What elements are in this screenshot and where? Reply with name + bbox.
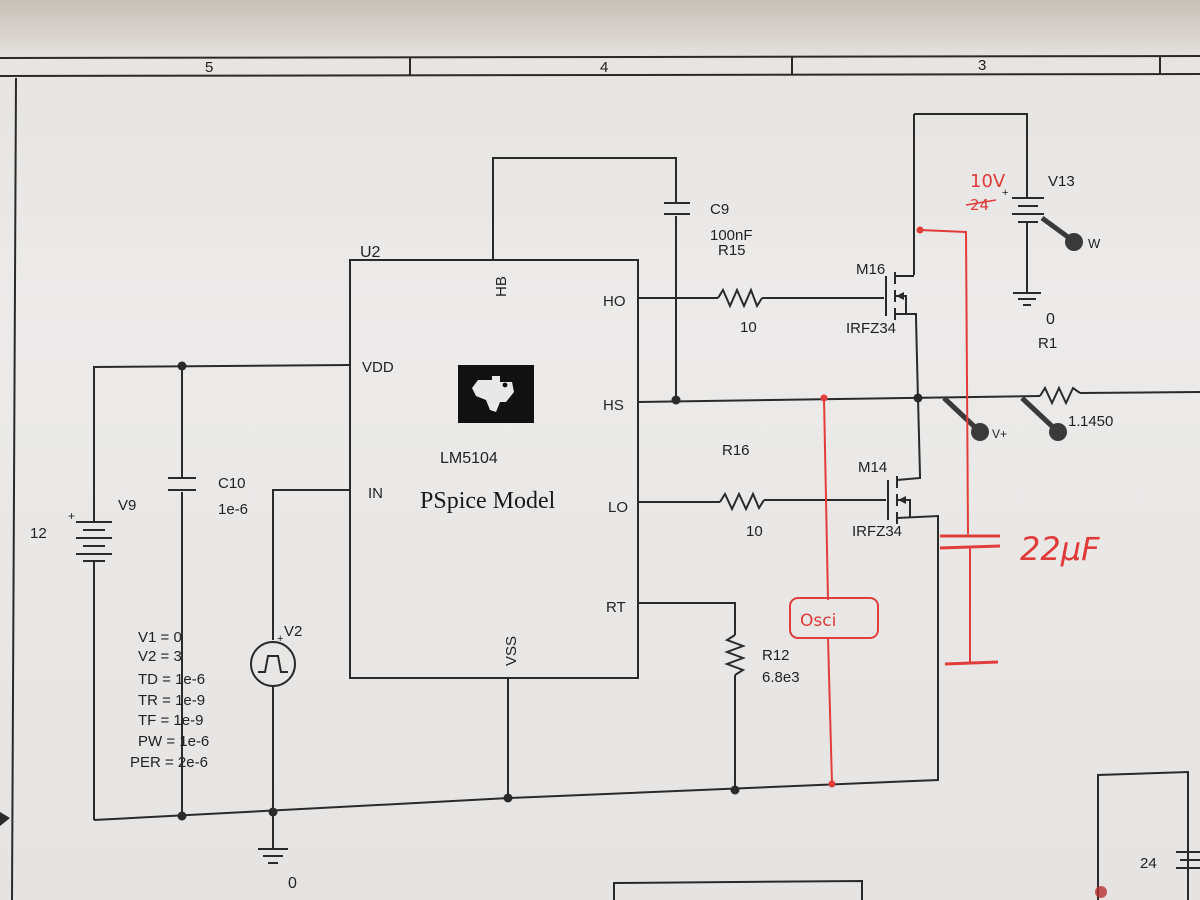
resistor-r1 [1039,385,1081,406]
pin-vdd: VDD [362,359,394,376]
r1-value: 1450 [1080,413,1113,430]
battery-v9: + [68,509,112,562]
r16-ref: R16 [722,442,750,459]
pulse-source-v2: + [250,633,296,687]
r1-ref: R1 [1038,335,1057,352]
v9-ref: V9 [118,497,136,514]
v13-ref: V13 [1048,173,1075,190]
v2-param: TR = 1e-9 [138,692,205,709]
svg-text:+: + [277,633,283,645]
r15-value: 10 [740,319,757,336]
r15-ref: R15 [718,242,746,259]
ic-body [349,259,639,679]
pin-lo: LO [608,499,628,516]
pin-vss: VSS [503,636,520,666]
m16-part: IRFZ34 [846,320,896,337]
m16-ref: M16 [856,261,885,278]
v2-param: V2 = 3 [138,648,182,665]
capacitor-c9 [664,202,690,215]
resistor-r16 [719,491,765,512]
voltage-probe-label: V+ [992,427,1007,441]
v2-parameters: V1 = 0 V2 = 3 TD = 1e-6 TR = 1e-9 TF = 1… [130,629,209,771]
pin-hs: HS [603,397,624,414]
v2-param: PER = 2e-6 [130,754,208,771]
zone-label: 4 [600,59,608,76]
battery-v13: + [1002,187,1044,223]
r1-prefix: 1. [1068,413,1081,430]
pin-hb: HB [493,276,510,297]
r12-value: 6.8e3 [762,669,800,686]
probe-marker-icon [1020,396,1058,432]
capacitor-c10 [168,477,196,491]
power-probe-icon [1065,233,1083,251]
ic-ref: U2 [360,244,381,261]
v2-param: TF = 1e-9 [138,712,203,729]
pin-rt: RT [606,599,626,616]
v13-old-value: 24 [970,196,989,214]
wiring [93,113,1200,848]
voltage-probe-icon [942,396,980,432]
svg-text:+: + [68,509,75,523]
added-cap-value: 22µF [1020,530,1100,568]
svg-text:+: + [1002,187,1008,199]
v2-param: TD = 1e-6 [138,671,205,688]
power-probe-label: W [1088,236,1101,251]
ti-logo [458,365,534,423]
v2-param: PW = 1e-6 [138,733,209,750]
v24-value: 24 [1140,855,1157,872]
ic-model: PSpice Model [420,488,556,514]
mosfet-m16 [885,272,917,320]
mosfet-m14 [887,475,939,524]
m14-part: IRFZ34 [852,523,902,540]
zone-label: 5 [205,59,213,76]
pen-annotations [789,199,1001,788]
c10-value: 1e-6 [218,501,248,518]
ground-label: 0 [288,875,297,892]
c9-ref: C9 [710,201,729,218]
resistor-r12 [724,634,746,676]
resistor-r15 [717,287,763,309]
zone-label: 3 [978,57,986,74]
scope-label: Osci [800,611,836,631]
r12-ref: R12 [762,647,790,664]
ground-label: 0 [1046,311,1055,328]
probe-marker-icon [1049,423,1067,441]
pin-in: IN [368,485,383,502]
v13-new-value: 10V [970,171,1006,192]
voltage-probe-icon [971,423,989,441]
v2-param: V1 = 0 [138,629,182,646]
next-block [613,770,1200,900]
r16-value: 10 [746,523,763,540]
ic-part: LM5104 [440,450,498,467]
c9-value: 100nF [710,227,753,244]
v9-value: 12 [30,525,47,542]
pin-ho: HO [603,293,626,310]
ground-icon [258,848,288,864]
c10-ref: C10 [218,475,246,492]
power-probe-icon [1040,215,1074,243]
m14-ref: M14 [858,459,887,476]
v2-ref: V2 [284,623,302,640]
junctions [177,361,923,821]
ground-icon [1013,292,1041,306]
sheet-border [0,55,1200,900]
